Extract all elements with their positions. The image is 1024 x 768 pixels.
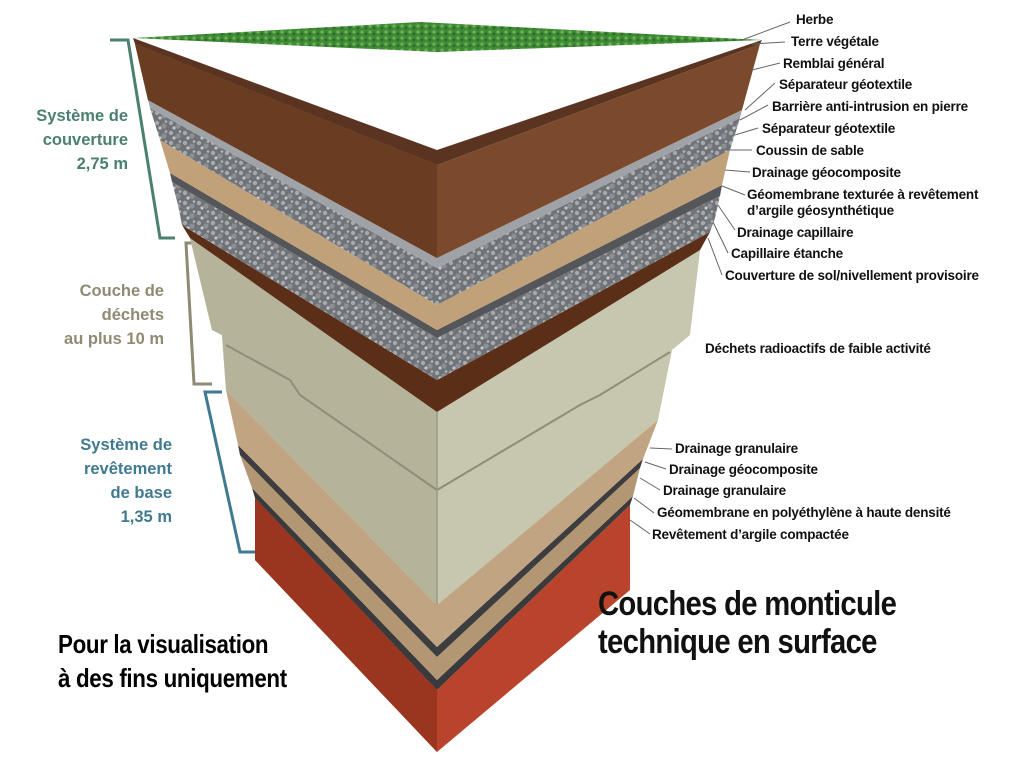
label-geotextile-1: Séparateur géotextile bbox=[779, 77, 913, 92]
group-base-liner: Système de revêtement de base 1,35 m bbox=[2, 433, 172, 529]
disclaimer-note: Pour la visualisation à des fins uniquem… bbox=[58, 627, 287, 695]
group-waste-layer: Couche de déchets au plus 10 m bbox=[0, 279, 164, 351]
label-compacted-clay: Revêtement d’argile compactée bbox=[652, 527, 849, 542]
note-line-2: à des fins uniquement bbox=[58, 663, 287, 693]
label-capillary-barrier: Capillaire étanche bbox=[731, 246, 843, 261]
group-waste-line-1: Couche de bbox=[79, 282, 164, 300]
label-capillary-drain: Drainage capillaire bbox=[737, 225, 854, 240]
label-waste: Déchets radioactifs de faible activité bbox=[705, 341, 931, 356]
label-interim-cover: Couverture de sol/nivellement provisoire bbox=[725, 268, 979, 283]
group-cover-line-2: couverture bbox=[42, 131, 128, 149]
title-line-1: Couches de monticule bbox=[598, 585, 897, 623]
group-cover-system: Système de couverture 2,75 m bbox=[0, 104, 128, 176]
label-topsoil: Terre végétale bbox=[791, 34, 879, 49]
label-geocomposite-drain-cover: Drainage géocomposite bbox=[752, 165, 901, 180]
group-base-line-3: de base bbox=[110, 484, 172, 502]
group-waste-line-3: au plus 10 m bbox=[64, 330, 164, 348]
label-biointrusion-barrier: Barrière anti-intrusion en pierre bbox=[772, 99, 968, 114]
title-line-2: technique en surface bbox=[598, 623, 877, 661]
label-textured-geomembrane-1: Géomembrane texturée à revêtement bbox=[747, 187, 979, 202]
bracket-base bbox=[203, 390, 256, 554]
layer-biointrusion-barrier bbox=[150, 108, 740, 305]
layer-grass bbox=[133, 22, 762, 52]
group-base-line-4: 1,35 m bbox=[120, 508, 172, 526]
group-cover-line-1: Système de bbox=[36, 107, 128, 125]
label-sand-cushion: Coussin de sable bbox=[756, 143, 864, 158]
leader-lines bbox=[629, 21, 791, 535]
diagram-title: Couches de monticule technique en surfac… bbox=[598, 585, 897, 661]
layer-sand-cushion bbox=[160, 140, 730, 330]
group-base-line-1: Système de bbox=[80, 436, 172, 454]
label-grass: Herbe bbox=[796, 12, 834, 27]
group-waste-line-2: déchets bbox=[101, 306, 164, 324]
label-textured-geomembrane-2: d’argile géosynthétique bbox=[747, 203, 894, 218]
label-granular-drain-2: Drainage granulaire bbox=[663, 483, 786, 498]
layer-capillary-drain bbox=[172, 182, 720, 358]
group-base-line-2: revêtement bbox=[83, 460, 172, 478]
layer-granular-drain-1 bbox=[226, 390, 658, 647]
label-geocomposite-drain-base: Drainage géocomposite bbox=[669, 462, 818, 477]
group-cover-line-3: 2,75 m bbox=[76, 155, 128, 173]
label-geotextile-2: Séparateur géotextile bbox=[762, 121, 896, 136]
label-granular-drain-1: Drainage granulaire bbox=[675, 441, 798, 456]
label-general-fill: Remblai général bbox=[783, 56, 885, 71]
bracket-cover bbox=[110, 38, 175, 240]
label-hdpe-geomembrane: Géomembrane en polyéthylène à haute dens… bbox=[657, 505, 951, 520]
note-line-1: Pour la visualisation bbox=[58, 629, 269, 659]
